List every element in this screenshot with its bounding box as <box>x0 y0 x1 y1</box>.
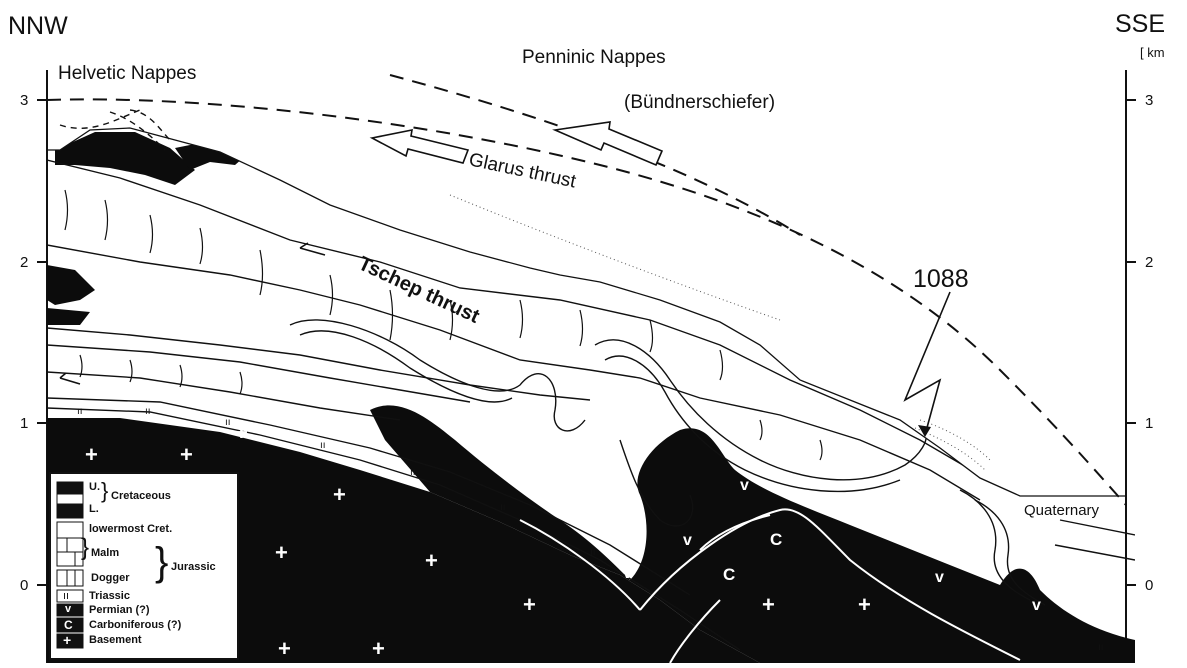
basement-symbol: + <box>275 540 288 565</box>
permian-symbol: v <box>935 569 944 586</box>
legend-triassic-symbol: ıı <box>63 591 69 602</box>
small-thrust-arrow <box>60 373 80 384</box>
triassic-symbol: ıı <box>77 406 83 417</box>
depth-tick-left-0: 0 <box>20 577 28 594</box>
basement-symbol: + <box>762 592 775 617</box>
legend-malm-label: Malm <box>91 548 119 559</box>
depth-tick-left-1: 1 <box>20 415 28 432</box>
quaternary-label: Quaternary <box>1024 502 1099 519</box>
basement-symbol: + <box>425 548 438 573</box>
permian-symbol: v <box>623 565 632 582</box>
triassic-symbol: ıı <box>1098 642 1104 653</box>
sample-trace-dots <box>450 195 990 470</box>
legend: ıı v C + U. L. } Cretaceous lowermost Cr… <box>49 472 239 660</box>
legend-lowermost-label: lowermost Cret. <box>89 524 172 535</box>
basement-symbol: + <box>85 442 98 467</box>
carboniferous-symbol: C <box>723 565 735 584</box>
legend-l-label: L. <box>89 504 99 515</box>
basement-symbol: + <box>278 636 291 661</box>
depth-tick-right-3: 3 <box>1145 92 1153 109</box>
tschep-thrust-label: Tschep thrust <box>355 253 483 328</box>
glarus-thrust-arrow-right <box>555 122 662 165</box>
bundnerschiefer-label: (Bündnerschiefer) <box>624 92 775 114</box>
carboniferous-symbol: C <box>770 530 782 549</box>
basement-symbol: + <box>235 420 248 445</box>
legend-jurassic-bracket: } <box>155 542 168 582</box>
basement-symbol: + <box>372 636 385 661</box>
permian-symbol: v <box>1032 597 1041 614</box>
permian-symbol: v <box>852 512 861 529</box>
legend-malm-bracket: } <box>81 536 89 560</box>
basement-symbol: + <box>333 482 346 507</box>
units-label: [ km <box>1140 45 1165 60</box>
cretaceous-wedge <box>47 265 95 305</box>
triassic-symbol: ıı <box>320 440 326 451</box>
depth-tick-left-2: 2 <box>20 254 28 271</box>
triassic-symbol: ıı <box>225 417 231 428</box>
permian-symbol: v <box>488 449 497 466</box>
sample-1088-arrowhead <box>918 425 931 437</box>
legend-cretaceous-label: Cretaceous <box>111 491 171 502</box>
legend-basement-symbol: + <box>63 633 71 647</box>
sample-1088-pointer <box>905 292 950 435</box>
triassic-symbol: ıı <box>145 406 151 417</box>
legend-jurassic-label: Jurassic <box>171 562 216 573</box>
permian-symbol: v <box>740 477 749 494</box>
legend-carboniferous-label: Carboniferous (?) <box>89 620 181 631</box>
triassic-symbol: ıı <box>500 502 506 513</box>
triassic-symbol: ıı <box>410 467 416 478</box>
depth-tick-right-1: 1 <box>1145 415 1153 432</box>
legend-carboniferous-symbol: C <box>64 619 73 631</box>
depth-tick-right-0: 0 <box>1145 577 1153 594</box>
legend-swatches <box>55 474 91 658</box>
depth-tick-left-3: 3 <box>20 92 28 109</box>
legend-u-label: U. <box>89 482 100 493</box>
legend-permian-label: Permian (?) <box>89 605 150 616</box>
triassic-symbol: ıı <box>590 547 596 558</box>
helvetic-nappes-label: Helvetic Nappes <box>58 63 196 85</box>
penninic-nappes-label: Penninic Nappes <box>522 47 666 69</box>
basement-symbol: + <box>180 442 193 467</box>
legend-permian-symbol: v <box>65 604 71 615</box>
legend-basement-label: Basement <box>89 635 142 646</box>
right-axis-ticks <box>1126 100 1136 585</box>
glarus-thrust-arrow-left <box>372 130 468 163</box>
depth-tick-right-2: 2 <box>1145 254 1153 271</box>
basement-symbol: + <box>523 592 536 617</box>
sample-1088-label: 1088 <box>913 265 969 294</box>
basement-symbol: + <box>858 592 871 617</box>
left-axis-ticks <box>37 100 47 585</box>
orientation-left-label: NNW <box>8 12 68 41</box>
legend-cretaceous-bracket: } <box>101 480 108 502</box>
orientation-right-label: SSE <box>1115 10 1165 39</box>
legend-dogger-label: Dogger <box>91 573 130 584</box>
permian-symbol: v <box>683 532 692 549</box>
cleavage-marks <box>65 190 822 460</box>
legend-triassic-label: Triassic <box>89 591 130 602</box>
cretaceous-sliver <box>47 308 90 325</box>
